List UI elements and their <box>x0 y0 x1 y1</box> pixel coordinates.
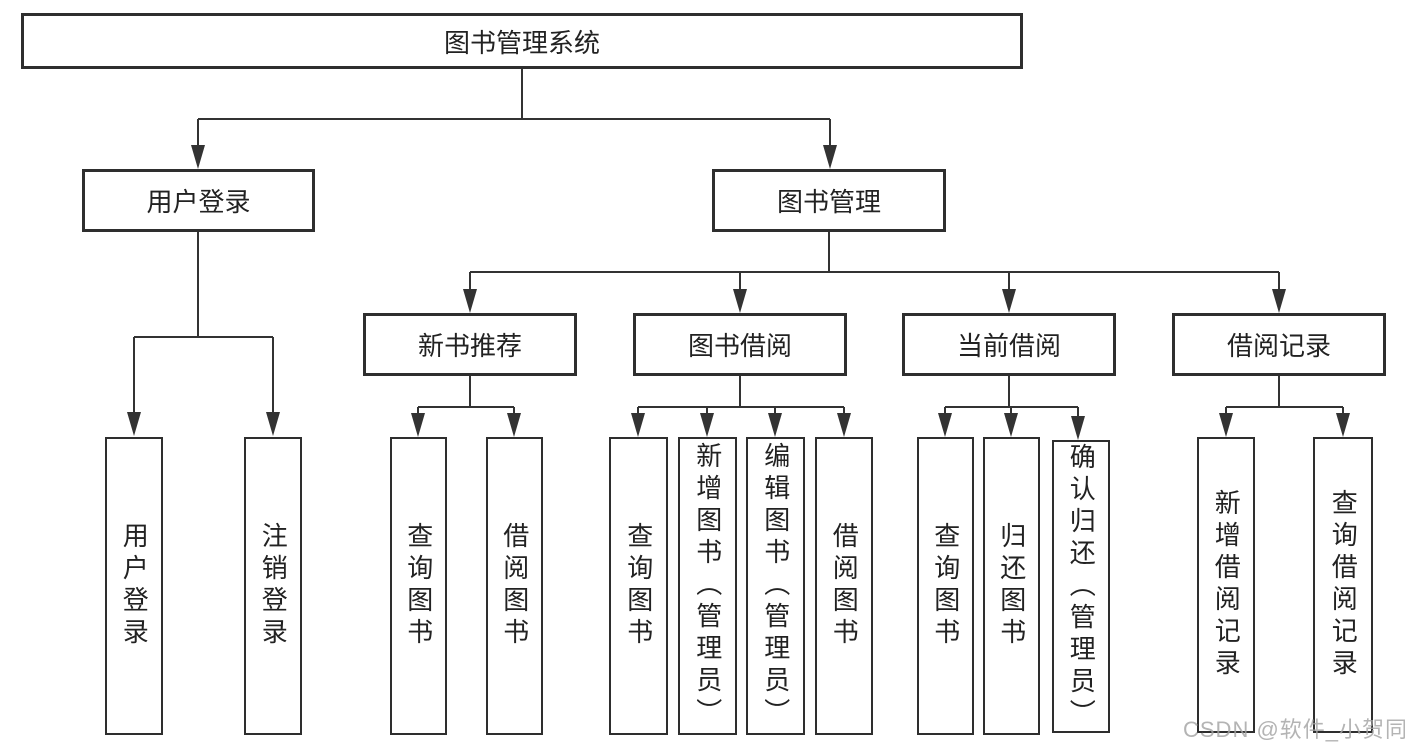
node-label: 编辑图书（管理员） <box>760 442 791 730</box>
arrowheads <box>127 145 1350 440</box>
node-return-book: 归还图书 <box>983 437 1040 735</box>
node-current-borrow: 当前借阅 <box>902 313 1116 376</box>
node-label: 用户登录 <box>146 187 251 217</box>
node-book-borrow: 图书借阅 <box>633 313 847 376</box>
node-edit-book-admin: 编辑图书（管理员） <box>746 437 805 735</box>
connector-root <box>197 69 831 149</box>
node-label: 新增借阅记录 <box>1211 489 1242 681</box>
node-confirm-return-admin: 确认归还（管理员） <box>1052 440 1110 733</box>
node-user-login: 用户登录 <box>82 169 315 232</box>
connector-book-management <box>469 232 1280 293</box>
node-label: 借阅记录 <box>1226 331 1331 361</box>
node-label: 用户登录 <box>119 522 150 650</box>
node-borrow-records: 借阅记录 <box>1172 313 1386 376</box>
node-label: 查询图书 <box>403 522 434 650</box>
node-query-borrow-record: 查询借阅记录 <box>1313 437 1373 733</box>
connector-book-borrow <box>637 376 845 417</box>
connector-new-book <box>417 376 515 417</box>
node-user-login-action: 用户登录 <box>105 437 163 735</box>
node-label: 借阅图书 <box>499 522 530 650</box>
node-label: 查询图书 <box>930 522 961 650</box>
connector-borrow-records <box>1225 376 1344 417</box>
node-label: 注销登录 <box>258 522 289 650</box>
connector-user-login <box>133 232 274 416</box>
node-query-book-current: 查询图书 <box>917 437 974 735</box>
node-label: 图书借阅 <box>687 331 792 361</box>
node-label: 图书管理系统 <box>443 27 600 58</box>
node-book-management: 图书管理 <box>712 169 946 232</box>
node-borrow-book: 借阅图书 <box>815 437 873 735</box>
node-label: 查询借阅记录 <box>1328 489 1359 681</box>
node-label: 图书管理 <box>776 187 881 217</box>
node-new-book-recommend: 新书推荐 <box>363 313 577 376</box>
node-label: 借阅图书 <box>829 522 860 650</box>
node-borrow-book-newbook: 借阅图书 <box>486 437 543 735</box>
node-label: 归还图书 <box>996 522 1027 650</box>
node-label: 新书推荐 <box>417 331 522 361</box>
csdn-watermark: CSDN @软件_小贺同学 <box>1183 717 1405 742</box>
node-label: 查询图书 <box>623 522 654 650</box>
node-query-book-newbook: 查询图书 <box>390 437 447 735</box>
node-query-book-borrow: 查询图书 <box>609 437 668 735</box>
node-book-management-system: 图书管理系统 <box>21 13 1023 69</box>
node-add-borrow-record: 新增借阅记录 <box>1197 437 1255 733</box>
node-label: 新增图书（管理员） <box>692 442 723 730</box>
node-label: 确认归还（管理员） <box>1066 442 1097 731</box>
connector-current-borrow <box>944 376 1079 420</box>
node-label: 当前借阅 <box>956 331 1061 361</box>
node-add-book-admin: 新增图书（管理员） <box>678 437 737 735</box>
node-logout: 注销登录 <box>244 437 302 735</box>
